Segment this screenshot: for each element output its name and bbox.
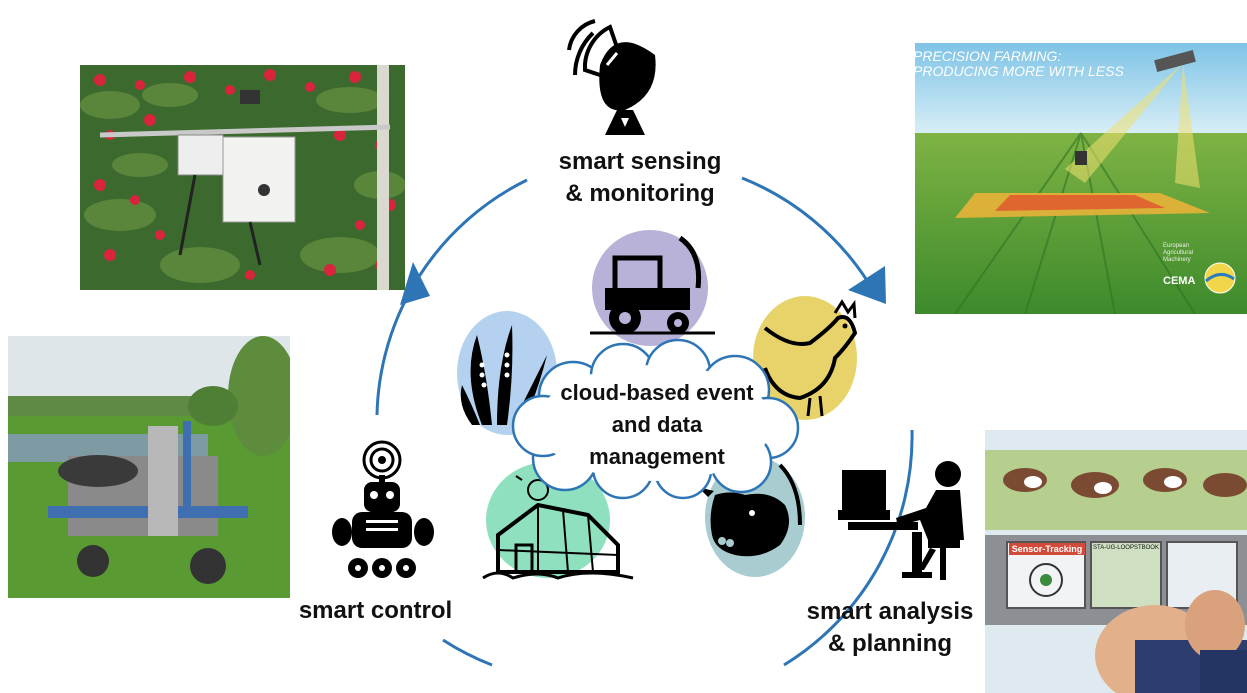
rooster-icon	[753, 296, 858, 420]
cema-logo-icon	[1204, 262, 1236, 294]
cloud-label: cloud-based event and data management	[560, 380, 754, 469]
cycle-arrowhead	[848, 266, 886, 304]
cycle-arc	[741, 176, 870, 283]
precision-farming-title: PRECISION FARMING: PRODUCING MORE WITH L…	[915, 48, 1124, 79]
smart-analysis-label: smart analysis & planning	[806, 598, 974, 657]
screen-label-logbook: STA-UG-LOOPSTBOOK	[1093, 545, 1159, 551]
screen-label-sensor-tracking: Sensor-Tracking	[1009, 543, 1085, 555]
satellite-dish-icon	[567, 19, 656, 135]
cycle-arc	[783, 429, 914, 667]
tractor-icon	[590, 230, 715, 346]
analyst-computer-icon	[838, 461, 964, 580]
sensor-greenhouse-photo	[80, 65, 405, 290]
cema-brand: CEMA	[1163, 275, 1196, 287]
robot-icon	[332, 440, 434, 578]
smart-sensing-label: smart sensing & monitoring	[558, 148, 722, 207]
precision-farming-photo: PRECISION FARMING: PRODUCING MORE WITH L…	[915, 43, 1247, 314]
greenhouse-icon	[482, 462, 634, 580]
cycle-arc	[442, 638, 493, 667]
cloud-shape	[511, 338, 800, 500]
cema-small-text: European Agricultural Machinery	[1163, 243, 1194, 263]
smart-control-label: smart control	[298, 597, 453, 624]
field-robot-photo	[8, 336, 290, 598]
cycle-arrowhead	[400, 262, 430, 305]
cow-monitoring-photo: Sensor-Tracking STA-UG-LOOPSTBOOK	[985, 430, 1247, 693]
